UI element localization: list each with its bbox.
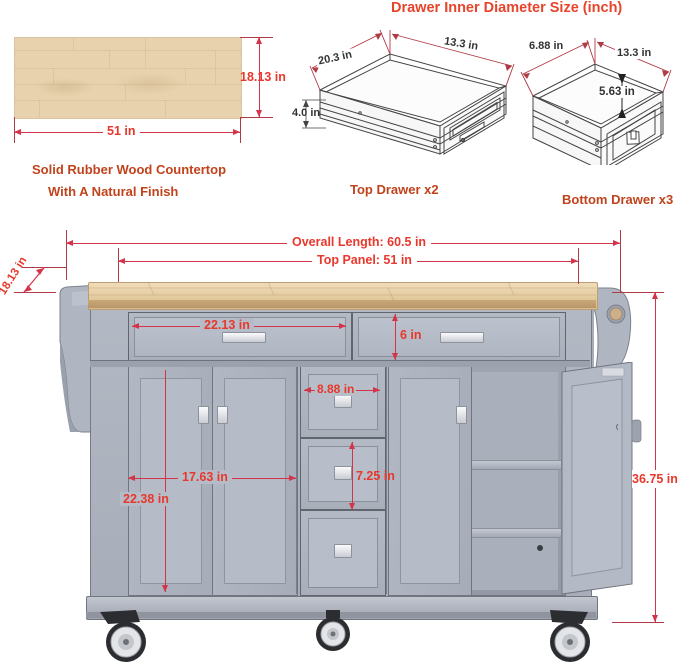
top-drawer-left-handle[interactable] [222, 332, 266, 343]
cabinet-door-left-1-handle[interactable] [198, 406, 209, 424]
drawer-height-arrow-down [391, 353, 398, 360]
cabinet-door-height-arrow-down [161, 585, 168, 592]
drawer-height-label: 6 in [400, 328, 422, 342]
left-drawer-width-arrow-left [132, 322, 139, 329]
top-panel-ext-right [578, 248, 579, 284]
cart-countertop-front-edge [88, 300, 596, 308]
top-drawer-length-dim: 20.3 in [290, 0, 520, 135]
bottom-drawer-depth-label: 6.88 in [527, 40, 566, 52]
small-drawer-width-label: 8.88 in [315, 382, 357, 396]
top-panel-arrow-left [118, 257, 125, 264]
countertop-width-label: 51 in [103, 124, 140, 138]
overall-height-ext-bottom [612, 622, 664, 623]
cabinet-right-shelf-upper [468, 460, 562, 470]
top-panel-arrow-right [571, 257, 578, 264]
cabinet-door-right-closed-handle[interactable] [456, 406, 467, 424]
small-drawer-height-label: 7.25 in [356, 469, 395, 483]
overall-length-arrow-left [66, 239, 73, 246]
top-panel-ext-left [118, 248, 119, 282]
overall-height-arrow-up [651, 292, 658, 299]
cart-countertop-grain [88, 282, 596, 302]
left-drawer-width-arrow-right [339, 322, 346, 329]
overall-height-arrow-down [651, 615, 658, 622]
carcass-rail-under-drawers [90, 360, 590, 367]
bottom-drawer-width-label: 13.3 in [615, 47, 654, 59]
leaf-depth-arrow-group [23, 267, 45, 293]
leaf-depth-ext-bottom [14, 292, 56, 293]
cabinet-door-right-open[interactable] [558, 362, 648, 602]
bottom-drawer-height-label: 5.63 in [597, 86, 637, 98]
bottom-drawer-caption: Bottom Drawer x3 [562, 192, 674, 207]
small-drawer-width-arrow-left [304, 386, 311, 393]
countertop-caption-line1: Solid Rubber Wood Countertop [32, 162, 227, 177]
cabinet-right-shelf-peg [537, 545, 543, 551]
caster-wheel-3 [550, 610, 590, 662]
small-drawer-height-line [352, 442, 353, 510]
countertop-caption-line2: With A Natural Finish [48, 184, 179, 199]
small-drawer-3-face [308, 518, 378, 588]
small-drawer-height-arrow-down [348, 503, 355, 510]
cabinet-door-width-arrow-right [289, 474, 296, 481]
countertop-depth-arrow-down [255, 110, 262, 117]
overall-height-ext-top [612, 292, 664, 293]
top-drawer-caption: Top Drawer x2 [350, 182, 439, 197]
countertop-width-ext-right [240, 117, 241, 143]
leaf-depth-ext-top [22, 267, 66, 268]
countertop-depth-label: 18.13 in [240, 70, 286, 84]
carcass-seam-left [296, 366, 297, 594]
left-drawer-width-label: 22.13 in [200, 318, 254, 332]
cart-base-shadow [86, 612, 596, 618]
top-drawer-illustration [318, 53, 508, 155]
cabinet-door-height-line [165, 370, 166, 592]
countertop-width-arrow-right [233, 128, 240, 135]
top-drawer-right-handle[interactable] [440, 332, 484, 343]
small-drawer-height-arrow-up [348, 442, 355, 449]
drawer-height-arrow-up [391, 314, 398, 321]
overall-length-arrow-right [613, 239, 620, 246]
carcass-seam-right [386, 366, 387, 594]
cabinet-door-height-label: 22.38 in [120, 492, 172, 506]
caster-wheel-1 [100, 610, 146, 662]
countertop-width-arrow-left [14, 128, 21, 135]
cabinet-door-left-2-panel [224, 378, 286, 584]
cabinet-right-shelf-lower [468, 528, 562, 538]
cabinet-door-width-label: 17.63 in [178, 470, 232, 484]
small-drawer-3-handle[interactable] [334, 544, 352, 558]
overall-length-label: Overall Length: 60.5 in [287, 235, 432, 249]
countertop-depth-arrow-up [255, 37, 262, 44]
cabinet-door-right-closed-panel [400, 378, 460, 584]
top-drawer-height-label: 4.0 in [292, 107, 321, 119]
small-drawer-2-handle[interactable] [334, 466, 352, 480]
countertop-wood-swatch [14, 37, 242, 119]
drawer-height-line [395, 314, 396, 360]
drawer-diagram-group: Drawer Inner Diameter Size (inch) [290, 0, 679, 215]
countertop-sample-group: 18.13 in 51 in Solid Rubber Wood Counter… [0, 0, 300, 215]
overall-height-label: 36.75 in [632, 470, 678, 488]
countertop-depth-ext-bottom [240, 117, 273, 118]
caster-wheel-2 [316, 610, 350, 651]
small-drawer-1-handle[interactable] [334, 394, 352, 408]
kitchen-cart-diagram: Overall Length: 60.5 in Top Panel: 51 in… [0, 220, 679, 662]
cabinet-right-back-panel [470, 372, 558, 590]
small-drawer-width-arrow-right [373, 386, 380, 393]
overall-height-line [655, 292, 656, 622]
drawer-section-title: Drawer Inner Diameter Size (inch) [391, 0, 623, 16]
cabinet-door-width-arrow-left [128, 474, 135, 481]
countertop-depth-line [259, 37, 260, 117]
overall-length-ext-left [66, 230, 67, 280]
cabinet-door-left-2-handle[interactable] [217, 406, 228, 424]
top-panel-label: Top Panel: 51 in [312, 253, 417, 267]
overall-length-ext-right [620, 230, 621, 292]
